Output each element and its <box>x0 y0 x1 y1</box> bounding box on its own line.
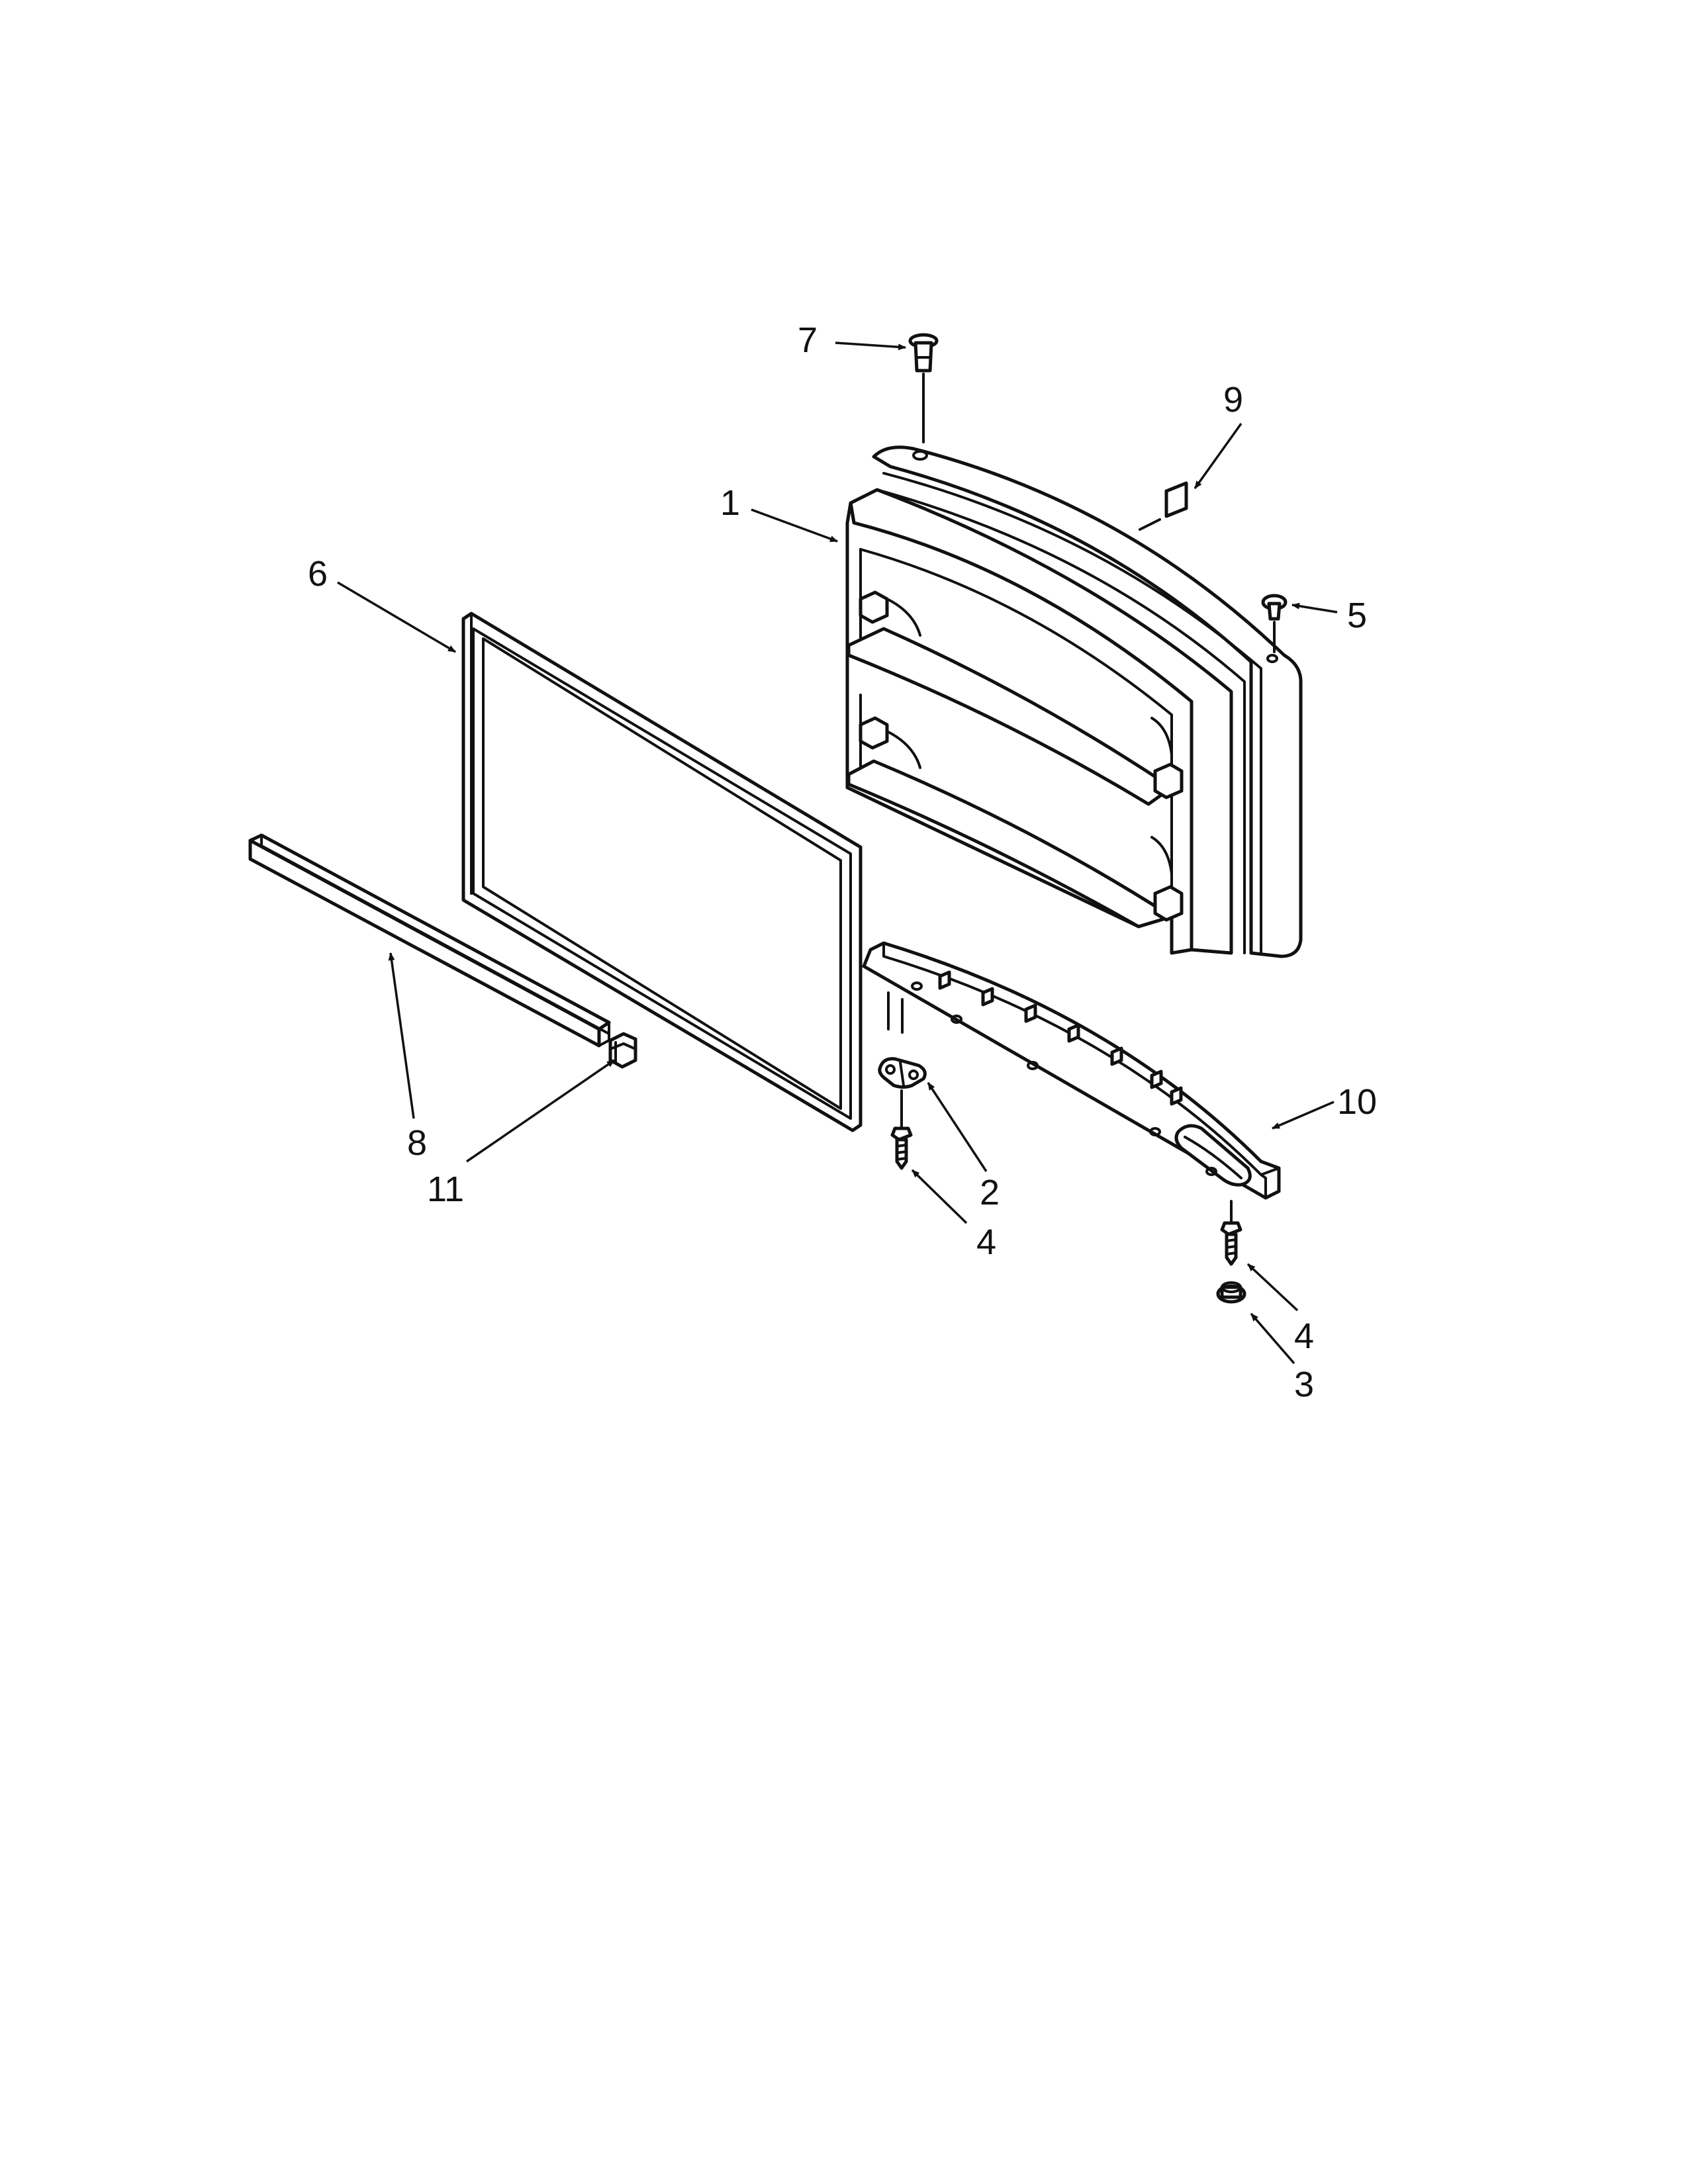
callout-4-left: 4 <box>976 1222 996 1262</box>
part-hinge-pin <box>908 333 939 443</box>
callout-1: 1 <box>720 483 740 523</box>
callout-8: 8 <box>407 1123 427 1163</box>
callout-11: 11 <box>427 1169 464 1209</box>
part-label <box>1139 481 1188 531</box>
callout-3: 3 <box>1294 1365 1314 1404</box>
callout-9: 9 <box>1223 380 1243 420</box>
part-trim-end-cap <box>608 1032 637 1069</box>
part-door-gasket <box>461 612 863 1132</box>
part-handle-trim <box>248 833 611 1048</box>
part-door-handle <box>862 941 1281 1200</box>
callout-6: 6 <box>308 554 328 594</box>
callout-10: 10 <box>1337 1082 1377 1122</box>
callout-7: 7 <box>798 320 818 360</box>
callout-2: 2 <box>980 1173 1000 1212</box>
part-screw-right <box>1220 1200 1243 1266</box>
part-plug-button <box>1261 594 1288 653</box>
callout-5: 5 <box>1347 596 1367 635</box>
part-hinge-bracket <box>878 991 927 1089</box>
callout-4-right: 4 <box>1294 1316 1314 1356</box>
part-spacer <box>1216 1281 1246 1304</box>
callout-labels: 7 9 1 6 5 10 2 4 8 11 4 3 <box>308 320 1377 1404</box>
part-door-liner <box>845 445 1303 958</box>
leader-lines <box>337 341 1338 1365</box>
part-screw-left <box>890 1089 913 1170</box>
